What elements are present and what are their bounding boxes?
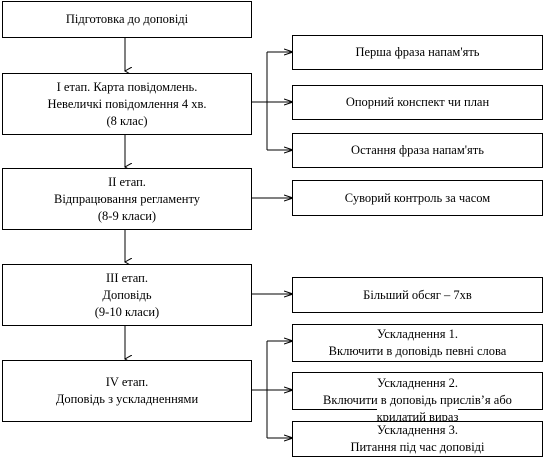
last-phrase-label: Остання фраза напам'ять [351,143,484,157]
stage-2-grade: (8-9 класи) [97,208,157,223]
stage-3-box: ІІІ етап. Доповідь (9-10 класи) [2,264,252,326]
stage-3-grade: (9-10 класи) [94,304,160,319]
stage-1-box: І етап. Карта повідомлень. Невеличкі пов… [2,73,252,135]
outline-label: Опорний конспект чи план [345,95,490,109]
complication-2-title: Ускладнення 2. [377,376,458,390]
first-phrase-label: Перша фраза напам'ять [355,45,480,59]
stage-2-title: ІІ етап. [108,174,146,189]
stage-4-title: ІV етап. [105,375,149,389]
first-phrase-box: Перша фраза напам'ять [292,35,543,70]
stage-2-description: Відпрацювання регламенту [54,191,200,206]
complication-3-box: Ускладнення 3. Питання під час доповіді [292,421,543,457]
stage-3-description: Доповідь [102,287,152,302]
complication-2-text: Включити в доповідь прислів’я або [323,393,512,407]
start-label: Підготовка до доповіді [65,12,189,26]
stage-4-description: Доповідь з ускладненнями [55,392,199,406]
time-control-label: Суворий контроль за часом [344,190,491,205]
complication-1-text: Включити в доповідь певні слова [328,344,507,358]
stage-1-description: Невеличкі повідомлення 4 хв. [47,96,207,111]
bigger-volume-label: Більший обсяг – 7хв [363,287,472,302]
complication-2-box: Ускладнення 2. Включити в доповідь присл… [292,372,543,426]
complication-1-box: Ускладнення 1. Включити в доповідь певні… [292,324,543,362]
complication-3-text: Питання під час доповіді [350,440,485,454]
complication-1-title: Ускладнення 1. [377,327,458,341]
last-phrase-box: Остання фраза напам'ять [292,133,543,168]
stage-2-box: ІІ етап. Відпрацювання регламенту (8-9 к… [2,168,252,230]
start-box: Підготовка до доповіді [2,1,252,38]
stage-1-grade: (8 клас) [106,113,148,128]
stage-3-title: ІІІ етап. [106,270,148,285]
outline-box: Опорний конспект чи план [292,85,543,120]
stage-1-title: І етап. Карта повідомлень. [56,79,198,94]
complication-3-title: Ускладнення 3. [377,423,458,437]
stage-4-box: ІV етап. Доповідь з ускладненнями [2,360,252,422]
time-control-box: Суворий контроль за часом [292,180,543,216]
bigger-volume-box: Більший обсяг – 7хв [292,277,543,313]
